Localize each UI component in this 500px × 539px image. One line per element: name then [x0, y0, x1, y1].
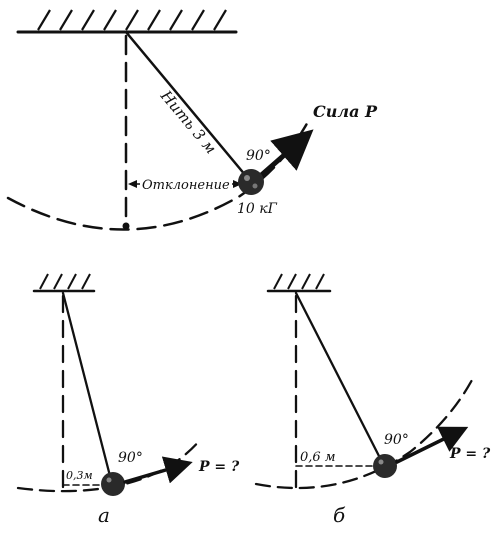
diagram-a: 90° P = ? 0,3м а: [16, 273, 240, 527]
a-deflection-label: 0,3м: [66, 469, 93, 482]
b-angle-label: 90°: [384, 432, 409, 448]
main-string: [124, 30, 248, 178]
main-mass-label: 10 кГ: [237, 201, 278, 217]
a-force-label: P = ?: [198, 459, 240, 475]
a-mass-ball: [101, 472, 125, 496]
main-force-label: Сила P: [313, 102, 378, 121]
b-swing-arc: [254, 378, 474, 490]
main-ceiling-support: [16, 9, 238, 34]
main-pendulum-diagram: Нить 3 м Сила P 90° Отклонение 10 кГ: [6, 9, 378, 231]
main-angle-label: 90°: [246, 148, 271, 164]
b-force-arrow: [395, 426, 469, 464]
main-string-label: Нить 3 м: [156, 86, 220, 157]
a-caption: а: [98, 503, 110, 527]
b-force-label: P = ?: [449, 446, 491, 462]
b-ceiling-support: [266, 273, 332, 293]
b-string: [294, 291, 382, 460]
diagram-b: 90° P = ? 0,6 м б: [254, 273, 491, 527]
main-deflection-label: Отклонение: [142, 178, 230, 193]
b-mass-ball: [373, 454, 397, 478]
a-ceiling-support: [32, 273, 96, 293]
a-string: [61, 291, 112, 478]
b-deflection-label: 0,6 м: [300, 450, 336, 465]
main-mass-ball: [238, 169, 264, 195]
main-force-arrow: [255, 129, 314, 181]
b-caption: б: [333, 503, 346, 527]
a-angle-label: 90°: [118, 450, 143, 466]
main-equilibrium-point: [122, 222, 130, 230]
a-force-arrow: [123, 456, 193, 484]
